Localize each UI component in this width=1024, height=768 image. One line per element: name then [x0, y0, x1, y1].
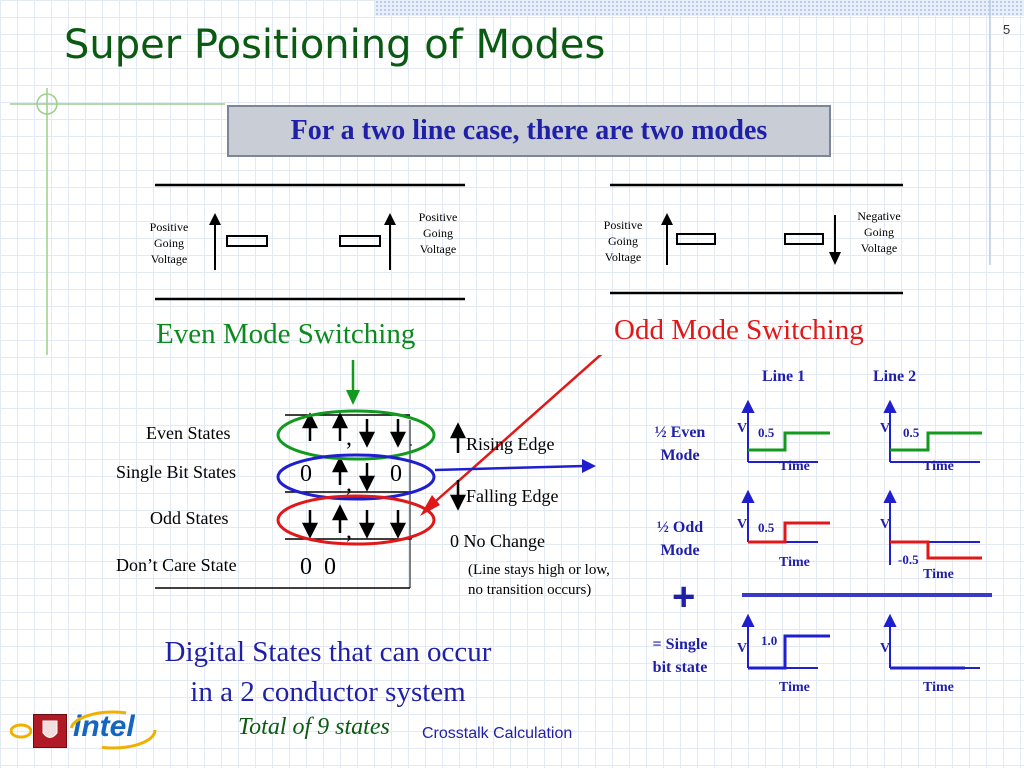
even-right-label: Positive Going Voltage: [418, 210, 458, 256]
row-label-dont-care: Don’t Care State: [116, 555, 237, 575]
single-bit-label: = Single bit state: [652, 636, 708, 676]
single-bit-zero-left: 0: [300, 461, 312, 487]
legend-note: (Line stays high or low, no transition o…: [468, 562, 610, 598]
time-label-single-2: Time: [923, 680, 954, 695]
odd-right-label: Negative Going Voltage: [857, 209, 901, 255]
time-label-odd-1: Time: [779, 555, 810, 570]
plus-sign: +: [672, 575, 696, 619]
v-label-even-2: V: [880, 421, 891, 436]
odd-mode-diagram: [610, 183, 903, 295]
even-line2-trace: [890, 431, 982, 452]
even-states-ellipse: [276, 409, 436, 461]
half-odd-label: ½ Odd Mode: [656, 519, 704, 559]
odd-line2-trace: [890, 540, 982, 560]
single-bit-arrows: [331, 456, 376, 492]
page-number: 5: [1003, 22, 1011, 37]
odd-mode-caption: Odd Mode Switching: [614, 314, 864, 346]
legend-arrows: [449, 422, 467, 511]
single-bit-zero-right: 0: [390, 461, 402, 487]
crest-logo: [33, 714, 67, 748]
odd-l2-value: -0.5: [898, 552, 919, 567]
time-label-even-2: Time: [923, 459, 954, 474]
states-table-graphics: [155, 355, 603, 589]
odd-left-label: Positive Going Voltage: [603, 218, 643, 264]
footer-text: Crosstalk Calculation: [422, 725, 573, 742]
legend-no-change: 0 No Change: [450, 531, 545, 551]
top-decorative-band: [375, 0, 1024, 16]
callout-box: For a two line case, there are two modes: [227, 105, 831, 157]
odd-states-arrows: [301, 504, 407, 539]
intel-logo: intel: [73, 710, 135, 743]
waveform-graphics: [741, 399, 992, 670]
time-label-single-1: Time: [779, 680, 810, 695]
odd-l1-value: 0.5: [758, 520, 775, 535]
comma-even: ,: [346, 425, 352, 451]
even-mode-caption: Even Mode Switching: [156, 318, 416, 350]
single-l1-value: 1.0: [761, 633, 778, 648]
legend-rising-edge: Rising Edge: [466, 434, 555, 454]
v-label-even-1: V: [737, 421, 748, 436]
comma-single: ,: [346, 471, 352, 497]
even-line1-trace: [748, 431, 830, 452]
total-states-text: Total of 9 states: [238, 714, 390, 740]
row-label-even: Even States: [146, 423, 231, 443]
row-label-odd: Odd States: [150, 508, 229, 528]
legend-falling-edge: Falling Edge: [466, 486, 559, 506]
v-label-odd-1: V: [737, 517, 748, 532]
single-line1-trace: [748, 634, 830, 670]
odd-states-ellipse: [276, 494, 436, 546]
intel-logo-swirl: [69, 710, 157, 750]
v-label-odd-2: V: [880, 517, 891, 532]
time-label-odd-2: Time: [923, 567, 954, 582]
even-states-arrows: [301, 412, 407, 448]
row-label-single: Single Bit States: [116, 462, 237, 482]
even-mode-diagram: [155, 183, 465, 301]
odd-line1-trace: [748, 521, 830, 544]
even-l2-value: 0.5: [903, 425, 920, 440]
time-label-even-1: Time: [779, 459, 810, 474]
even-left-label: Positive Going Voltage: [149, 220, 189, 266]
single-bit-ellipse: [276, 453, 436, 501]
digital-states-text: Digital States that can occur in a 2 con…: [164, 636, 492, 708]
v-label-single-2: V: [880, 641, 891, 656]
half-even-label: ½ Even Mode: [654, 424, 706, 464]
slide-title: Super Positioning of Modes: [64, 22, 606, 68]
v-label-single-1: V: [737, 641, 748, 656]
line2-header: Line 2: [873, 368, 917, 385]
comma-odd: ,: [346, 518, 352, 544]
dont-care-zeros: 0 0: [300, 554, 336, 580]
even-l1-value: 0.5: [758, 425, 775, 440]
university-seal-logo: [9, 714, 33, 748]
line1-header: Line 1: [762, 368, 806, 385]
